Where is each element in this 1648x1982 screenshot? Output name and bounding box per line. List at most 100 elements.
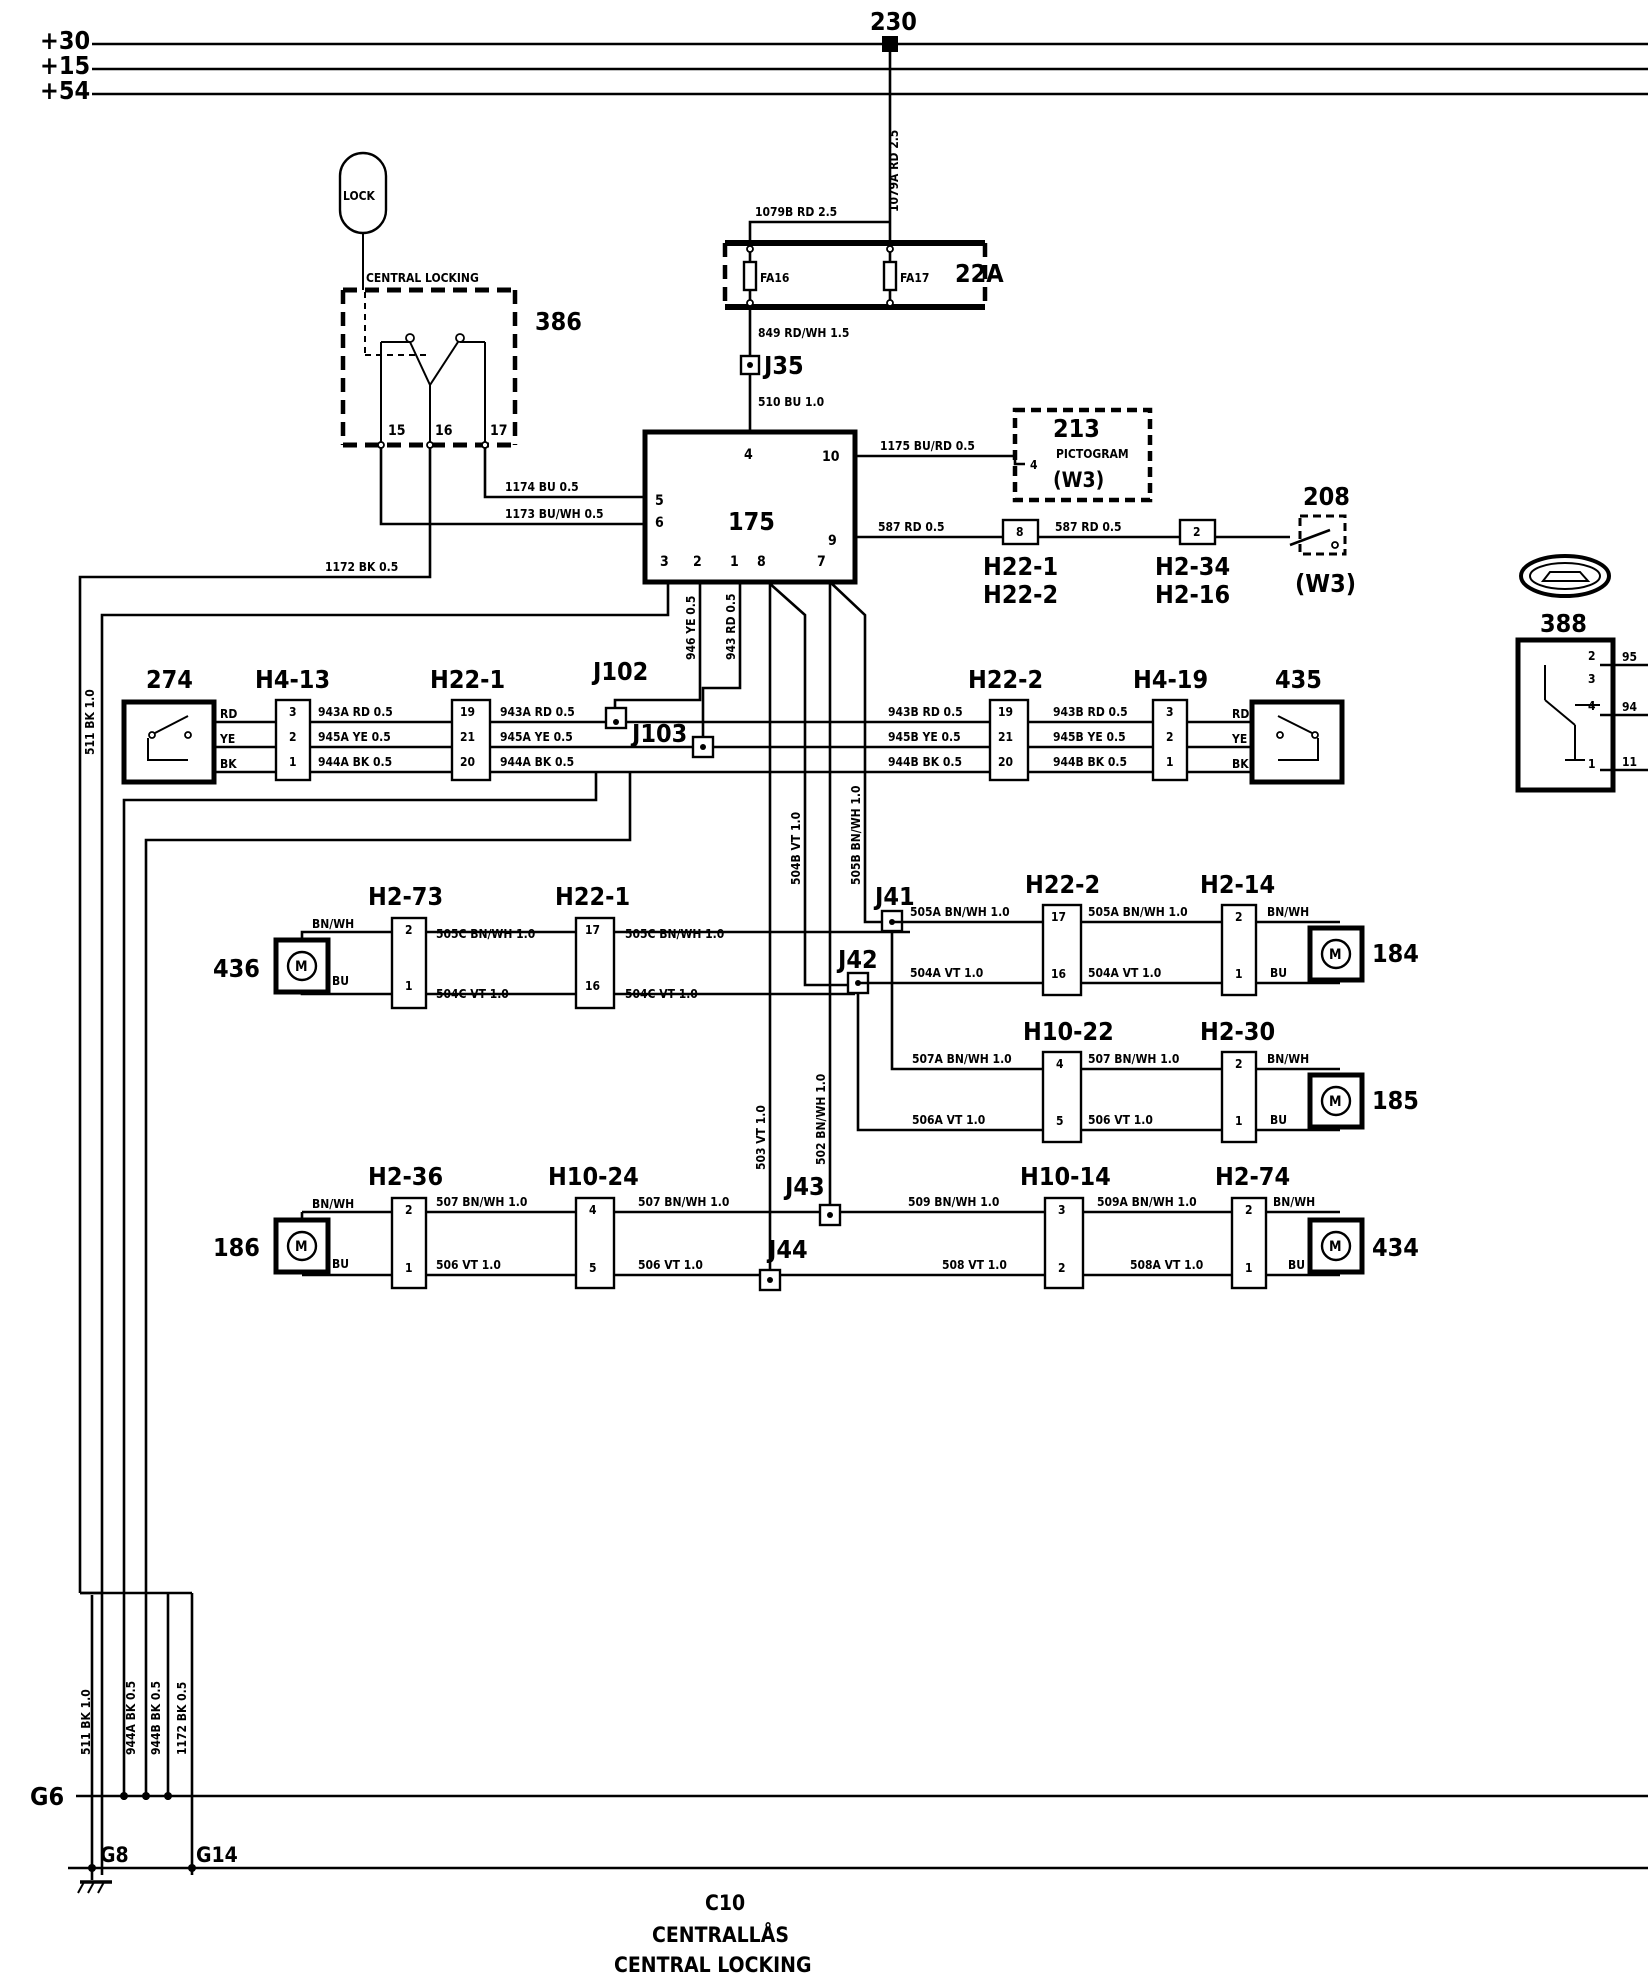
pin: 3	[289, 705, 297, 719]
pin-386-15: 15	[388, 423, 406, 439]
wire-505c-label-1: 505C BN/WH 1.0	[436, 927, 535, 941]
connector-h2-73	[390, 916, 428, 1010]
pictogram-213-label: 213	[1053, 414, 1100, 443]
connector-h22-2-top-label: H22-2	[983, 580, 1058, 609]
ground-g6-label: G6	[30, 1782, 64, 1811]
bnwh-186: BN/WH	[312, 1197, 354, 1211]
wire-506a-label: 506A VT 1.0	[912, 1113, 985, 1127]
connector-h2-34	[1178, 518, 1217, 546]
ground-1172-label: 1172 BK 0.5	[175, 1682, 189, 1755]
wire-849-510: 849 RD/WH 1.5 J35 510 BU 1.0	[739, 307, 849, 432]
switch-208-w3-label: (W3)	[1295, 569, 1356, 598]
pictogram-label: PICTOGRAM	[1056, 447, 1129, 461]
connector-h22-1-b	[574, 916, 616, 1010]
pin: 1	[289, 755, 297, 769]
bnwh-184: BN/WH	[1267, 905, 1309, 919]
switch-208-label: 208	[1303, 482, 1350, 511]
connector-h10-14-label: H10-14	[1020, 1162, 1111, 1191]
bu-436: BU	[332, 974, 349, 988]
wire-946-label: 946 YE 0.5	[684, 596, 698, 660]
ground-944a-label: 944A BK 0.5	[124, 1681, 138, 1755]
bk-435: BK	[1232, 757, 1249, 771]
pin-175-3: 3	[660, 554, 669, 570]
pin-388-2: 2	[1588, 649, 1596, 663]
pin-388-4: 4	[1588, 699, 1596, 713]
wire-388-95: 95	[1622, 650, 1637, 664]
motor-row-1: 436 M BN/WH BU H2-73 2 1 505C BN/WH 1.0 …	[213, 870, 1419, 1010]
pin: 20	[998, 755, 1013, 769]
connector-h22-1-top-label: H22-1	[983, 552, 1058, 581]
ground-511-label: 511 BK 1.0	[79, 1689, 93, 1755]
pin: 1	[1235, 967, 1243, 981]
bk-274: BK	[220, 757, 237, 771]
wire-1079a-label: 1079A RD 2.5	[887, 130, 901, 212]
wire-504a-label-2: 504A VT 1.0	[1088, 966, 1161, 980]
pin: 1	[405, 979, 413, 993]
connector-h2-14	[1220, 903, 1258, 997]
node-230-label: 230	[870, 7, 917, 36]
pin: 2	[1235, 910, 1243, 924]
connector-h22-2-b-label: H22-2	[1025, 870, 1100, 899]
wire-502-label: 502 BN/WH 1.0	[814, 1074, 828, 1165]
wire-508-label: 508 VT 1.0	[942, 1258, 1007, 1272]
wire-506-label-1: 506 VT 1.0	[1088, 1113, 1153, 1127]
pin-213-4: 4	[1030, 458, 1038, 472]
bu-184: BU	[1270, 966, 1287, 980]
bu-185: BU	[1270, 1113, 1287, 1127]
pictogram-w3-label: (W3)	[1053, 468, 1104, 492]
pin: 19	[460, 705, 475, 719]
wire-587a-label: 587 RD 0.5	[878, 520, 944, 534]
wire-505a-label-1: 505A BN/WH 1.0	[910, 905, 1010, 919]
pin-175-7: 7	[817, 554, 826, 570]
pin-h22-1-top: 8	[1016, 525, 1024, 539]
wire-944a-label-1: 944A BK 0.5	[318, 755, 392, 769]
wire-1175-label: 1175 BU/RD 0.5	[880, 439, 975, 453]
diagram-title-en: CENTRAL LOCKING	[614, 1953, 811, 1977]
switch-274	[121, 699, 217, 785]
pin: 4	[1056, 1057, 1064, 1071]
pin-175-9: 9	[828, 533, 837, 549]
connector-h2-30-label: H2-30	[1200, 1017, 1275, 1046]
fuse-fa16-label: FA16	[760, 271, 789, 285]
wire-388-11: 11	[1622, 755, 1637, 769]
bu-434: BU	[1288, 1258, 1305, 1272]
pin: 4	[589, 1203, 597, 1217]
wire-945b-label-1: 945B YE 0.5	[888, 730, 961, 744]
pin-175-8: 8	[757, 554, 766, 570]
pin: 5	[1056, 1114, 1064, 1128]
bu-186: BU	[332, 1257, 349, 1271]
motor-row-2: 507A BN/WH 1.0 506A VT 1.0 H10-22 4 5 50…	[856, 932, 1419, 1144]
connector-h2-30	[1220, 1050, 1258, 1144]
wire-1079b-label: 1079B RD 2.5	[755, 205, 837, 219]
wire-945b-label-2: 945B YE 0.5	[1053, 730, 1126, 744]
wire-506-label-3: 506 VT 1.0	[638, 1258, 703, 1272]
motor-186	[273, 1217, 331, 1275]
connector-h2-34-label: H2-34	[1155, 552, 1230, 581]
connector-h10-22-label: H10-22	[1023, 1017, 1114, 1046]
wire-944b-ground	[144, 772, 632, 1593]
splice-j41-label: J41	[873, 882, 915, 911]
ground-g14-label: G14	[196, 1843, 238, 1867]
module-175-lower-wires: 946 YE 0.5 943 RD 0.5 504B VT 1.0 505B B…	[100, 581, 895, 1593]
connector-h22-2-b	[1041, 903, 1083, 997]
pin: 2	[405, 923, 413, 937]
pin: 2	[405, 1203, 413, 1217]
connector-h10-14	[1043, 1196, 1085, 1290]
pin: 2	[1235, 1057, 1243, 1071]
node-230	[882, 36, 898, 52]
pin: 21	[460, 730, 475, 744]
connector-h2-74-label: H2-74	[1215, 1162, 1290, 1191]
connector-h22-1-b-label: H22-1	[555, 882, 630, 911]
ground-g8-label: G8	[100, 1843, 129, 1867]
wire-587b-label: 587 RD 0.5	[1055, 520, 1121, 534]
connector-h4-19-label: H4-19	[1133, 665, 1208, 694]
pin-175-2: 2	[693, 554, 702, 570]
pin: 16	[1051, 967, 1066, 981]
pin: 19	[998, 705, 1013, 719]
svg-text:M: M	[1329, 1239, 1342, 1255]
pin-175-6: 6	[655, 515, 664, 531]
pin: 2	[1245, 1203, 1253, 1217]
central-locking-label: CENTRAL LOCKING	[366, 271, 479, 285]
connector-h2-74	[1230, 1196, 1268, 1290]
